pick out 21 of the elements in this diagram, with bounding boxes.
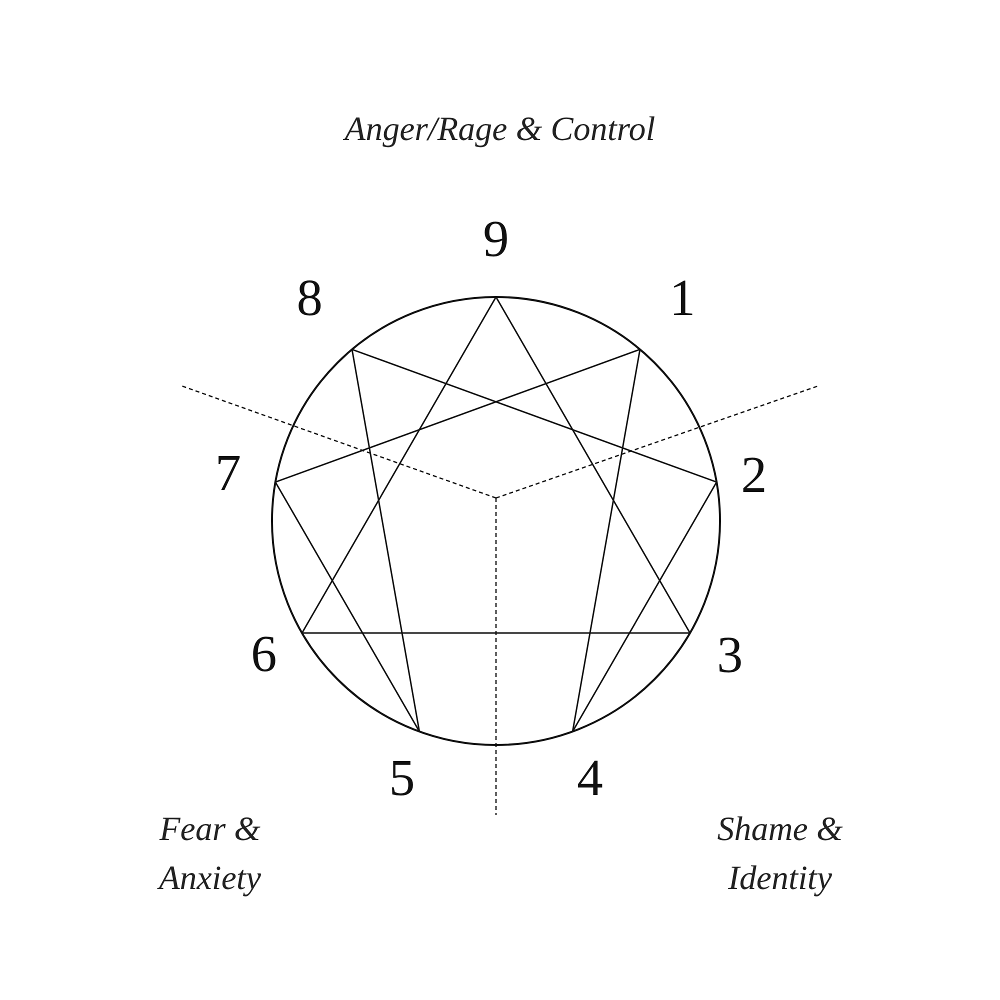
point-number: 8 [296, 272, 323, 325]
point-number: 3 [716, 630, 743, 682]
connector-line [572, 349, 641, 732]
connector-line [572, 482, 718, 732]
point-number: 9 [483, 214, 509, 266]
connector-line [301, 296, 497, 634]
point-number: 5 [388, 753, 415, 806]
connector-line [352, 348, 717, 483]
connector-line [302, 632, 690, 634]
center-label: Fear & Anxiety [156, 810, 262, 900]
center-label: Shame & Identity [716, 810, 844, 900]
connector-line [495, 296, 691, 634]
point-number: 2 [741, 450, 768, 502]
point-number: 7 [215, 448, 242, 500]
point-number: 4 [577, 753, 604, 806]
connector-line [274, 482, 420, 732]
connector-line [275, 348, 640, 483]
center-label: Anger/Rage & Control [342, 110, 656, 150]
connector-line [351, 349, 420, 732]
point-number: 1 [669, 272, 696, 325]
point-number: 6 [250, 629, 277, 681]
